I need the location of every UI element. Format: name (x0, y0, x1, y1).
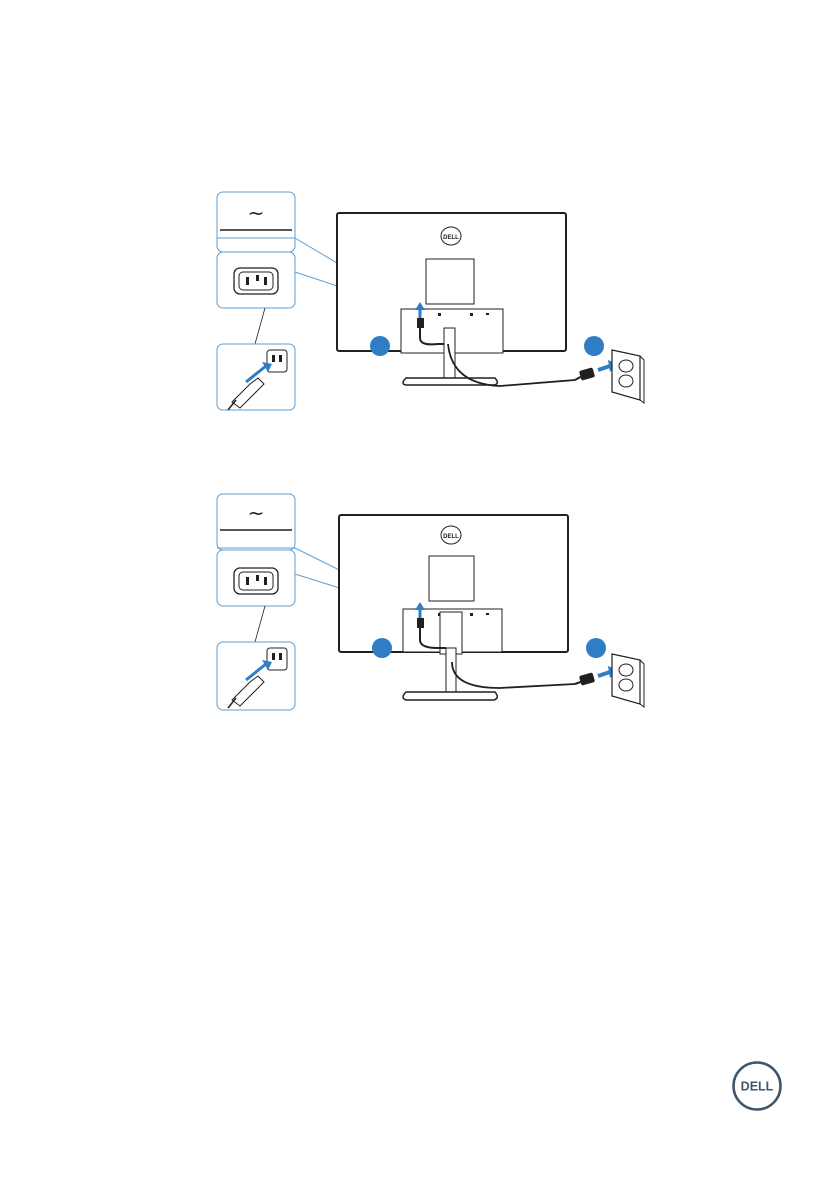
dell-logo-icon: DELL (731, 1060, 783, 1112)
power-connection-figure-2: ~ DELL (0, 490, 839, 730)
step-marker-1 (370, 336, 390, 356)
step-marker-2 (586, 638, 606, 658)
power-symbol-icon: ~ (248, 201, 265, 225)
power-socket-icon (234, 268, 278, 294)
monitor-dell-logo: DELL (443, 235, 459, 241)
vesa-mount-area (426, 259, 474, 304)
step-marker-2 (584, 336, 604, 356)
footer-dell-logo: DELL (731, 1060, 783, 1112)
monitor-dell-logo: DELL (443, 534, 459, 540)
power-connection-figure-1: ~ DELL (0, 188, 839, 428)
power-connection-illustration: ~ DELL (0, 490, 839, 730)
wall-outlet-icon (612, 350, 644, 403)
power-socket-icon (234, 568, 278, 594)
vesa-mount-area (429, 556, 474, 601)
step-marker-1 (372, 638, 392, 658)
power-symbol-icon: ~ (248, 501, 265, 525)
wall-outlet-icon (612, 654, 644, 707)
monitor-stand-base (403, 692, 497, 700)
power-connection-illustration: ~ DELL (0, 188, 839, 428)
svg-text:DELL: DELL (741, 1080, 774, 1094)
